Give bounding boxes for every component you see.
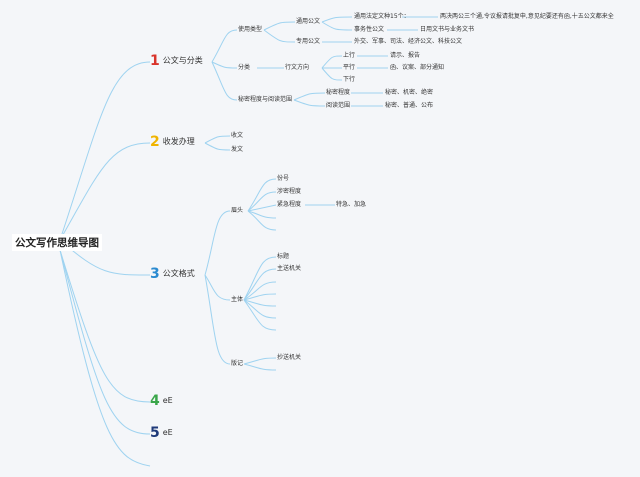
branch-5-number: 5 [150, 425, 160, 441]
node-title[interactable]: 标题 [277, 253, 290, 260]
node-reading-scope[interactable]: 阅读范围 [326, 102, 351, 109]
node-main-recipient[interactable]: 主送机关 [277, 265, 302, 272]
node-usage-type[interactable]: 使用类型 [238, 26, 263, 33]
node-special-doc[interactable]: 专用公文 [296, 38, 321, 45]
branch-1-number: 1 [150, 53, 160, 69]
branch-3-number: 3 [150, 266, 160, 282]
branch-1-label: 公文与分类 [162, 56, 203, 65]
node-direction[interactable]: 行文方向 [285, 64, 310, 71]
root-topic[interactable]: 公文写作思维导图 [12, 234, 102, 251]
node-urgency-desc[interactable]: 特急、加急 [336, 201, 367, 208]
node-special-desc[interactable]: 外交、军事、司法、经济公文、科技公文 [354, 38, 463, 45]
branch-3-label: 公文格式 [162, 269, 195, 278]
branch-5-label: eE [162, 428, 173, 437]
node-downward[interactable]: 下行 [343, 76, 356, 83]
node-affairs-doc[interactable]: 事务性公文 [354, 26, 385, 33]
node-affairs-desc[interactable]: 日用文书与业务文书 [420, 26, 475, 33]
node-reading-scope-desc[interactable]: 秘密、普通、公布 [385, 102, 434, 109]
node-parallel[interactable]: 平行 [343, 64, 356, 71]
node-classified-level[interactable]: 涉密程度 [277, 188, 302, 195]
node-parallel-desc[interactable]: 函、议案、部分通知 [390, 64, 445, 71]
branch-4-number: 4 [150, 393, 160, 409]
node-general-doc[interactable]: 通用公文 [296, 18, 321, 25]
node-upward[interactable]: 上行 [343, 52, 356, 59]
node-secrecy-level-desc[interactable]: 秘密、机密、绝密 [385, 89, 434, 96]
node-body[interactable]: 主体 [231, 296, 244, 303]
node-header[interactable]: 眉头 [231, 207, 244, 214]
branch-2-label: 收发办理 [162, 137, 195, 146]
node-general-list[interactable]: 两决两公三个通,令议报请批复申,意见纪要还有函,十五公文都来全 [440, 13, 614, 20]
node-urgency[interactable]: 紧急程度 [277, 201, 302, 208]
node-copy-number[interactable]: 份号 [277, 175, 290, 182]
branch-4-label: eE [162, 396, 173, 405]
node-category[interactable]: 分类 [238, 64, 251, 71]
node-secrecy-scope[interactable]: 秘密程度与阅读范围 [238, 96, 293, 103]
branch-2-number: 2 [150, 134, 160, 150]
node-secrecy-level[interactable]: 秘密程度 [326, 89, 351, 96]
node-receive[interactable]: 收文 [231, 132, 244, 139]
node-upward-desc[interactable]: 请示、报告 [390, 52, 421, 59]
node-general-desc[interactable]: 通用法定文种15个： [354, 13, 410, 20]
node-cc-recipient[interactable]: 抄送机关 [277, 354, 302, 361]
node-dispatch[interactable]: 发文 [231, 146, 244, 153]
node-footer[interactable]: 版记 [231, 360, 244, 367]
